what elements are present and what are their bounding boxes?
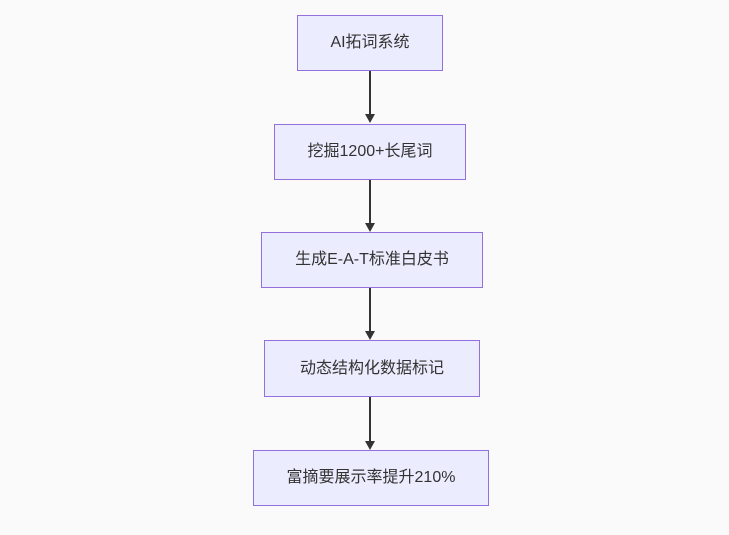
flowchart-node-eat-whitepaper: 生成E-A-T标准白皮书 [261, 232, 483, 288]
flowchart-node-longtail-mining: 挖掘1200+长尾词 [274, 124, 466, 180]
arrowhead-down-icon [365, 441, 375, 450]
node-label: AI拓词系统 [330, 34, 410, 51]
arrow-line [369, 71, 371, 114]
arrow-line [369, 180, 371, 223]
node-label: 富摘要展示率提升210% [286, 469, 456, 486]
arrow-connector-3 [365, 288, 375, 340]
arrowhead-down-icon [365, 114, 375, 123]
arrow-line [369, 288, 371, 331]
arrow-connector-2 [365, 180, 375, 232]
arrow-line [369, 397, 371, 441]
flowchart-node-ai-keyword-system: AI拓词系统 [297, 15, 443, 71]
node-label: 挖掘1200+长尾词 [307, 143, 433, 160]
flowchart-node-rich-snippet-uplift: 富摘要展示率提升210% [253, 450, 489, 506]
arrow-connector-1 [365, 71, 375, 123]
arrowhead-down-icon [365, 223, 375, 232]
node-label: 生成E-A-T标准白皮书 [295, 251, 449, 268]
flowchart-node-structured-data-markup: 动态结构化数据标记 [264, 340, 480, 397]
arrowhead-down-icon [365, 331, 375, 340]
node-label: 动态结构化数据标记 [299, 359, 444, 377]
arrow-connector-4 [365, 397, 375, 450]
